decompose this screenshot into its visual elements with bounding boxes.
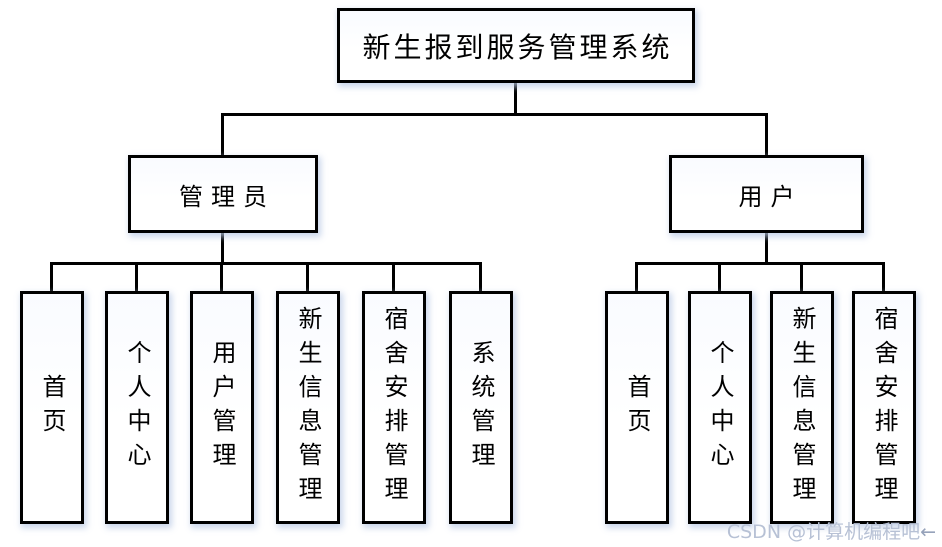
connector-admin-child2 bbox=[135, 262, 138, 291]
connector-user-rail bbox=[635, 262, 885, 265]
connector-admin-child1 bbox=[50, 262, 53, 291]
node-admin-system-management: 系统管理 bbox=[449, 291, 513, 524]
left-arrow-icon: ← bbox=[920, 521, 936, 543]
connector-admin-child3 bbox=[220, 262, 223, 291]
connector-admin-drop bbox=[221, 113, 224, 155]
node-user-personal-center: 个人中心 bbox=[688, 291, 752, 524]
node-admin-freshman-info-management: 新生信息管理 bbox=[276, 291, 340, 524]
node-user-home: 首页 bbox=[605, 291, 669, 524]
connector-user-child1 bbox=[635, 262, 638, 291]
connector-user-drop bbox=[765, 113, 768, 155]
node-user: 用户 bbox=[669, 155, 864, 233]
connector-admin-stem bbox=[221, 233, 224, 264]
connector-admin-child4 bbox=[306, 262, 309, 291]
node-admin-home: 首页 bbox=[20, 291, 84, 524]
watermark: CSDN @计算机编程吧← bbox=[727, 517, 936, 544]
connector-user-child4 bbox=[882, 262, 885, 291]
node-admin-personal-center: 个人中心 bbox=[105, 291, 169, 524]
connector-admin-child5 bbox=[392, 262, 395, 291]
node-admin-dorm-arrangement-management: 宿舍安排管理 bbox=[362, 291, 426, 524]
watermark-text: CSDN @计算机编程吧 bbox=[726, 521, 921, 543]
node-user-dorm-arrangement-management: 宿舍安排管理 bbox=[852, 291, 916, 524]
connector-root-stem bbox=[514, 83, 517, 115]
connector-user-child3 bbox=[800, 262, 803, 291]
node-root-system: 新生报到服务管理系统 bbox=[337, 8, 695, 83]
connector-user-stem bbox=[765, 233, 768, 264]
connector-user-child2 bbox=[718, 262, 721, 291]
node-admin: 管理员 bbox=[128, 155, 318, 233]
connector-admin-child6 bbox=[479, 262, 482, 291]
node-user-freshman-info-management: 新生信息管理 bbox=[770, 291, 834, 524]
connector-level1-rail bbox=[221, 113, 768, 116]
node-admin-user-management: 用户管理 bbox=[190, 291, 254, 524]
connector-admin-rail bbox=[50, 262, 482, 265]
